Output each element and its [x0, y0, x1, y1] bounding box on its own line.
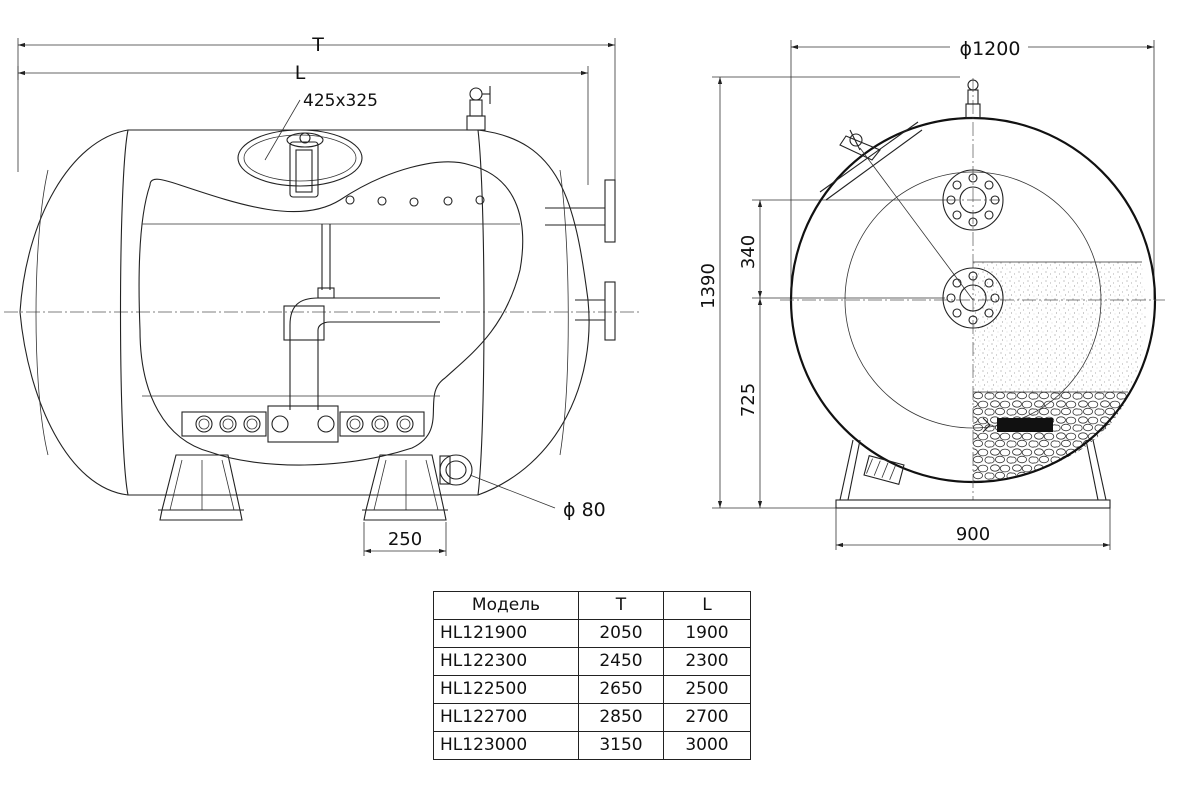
- front-view: ϕ1200 1390 340 725: [698, 35, 1165, 550]
- dimension-t-label: T: [311, 34, 324, 56]
- cell-t: 3150: [578, 731, 664, 760]
- cell-t: 2850: [578, 703, 664, 732]
- cell-l: 2700: [663, 703, 751, 732]
- support-legs: [158, 454, 448, 521]
- dimension-base-width: 900: [835, 508, 1111, 550]
- cutaway-outline: [138, 161, 524, 466]
- table-header-row: Модель T L: [433, 591, 751, 620]
- cell-l: 2500: [663, 675, 751, 704]
- cell-t: 2450: [578, 647, 664, 676]
- cell-t: 2650: [578, 675, 664, 704]
- cell-model: HL123000: [433, 731, 579, 760]
- front-drain: [863, 455, 905, 485]
- dimension-leg-width: 250: [363, 522, 447, 556]
- front-legs: [835, 439, 1111, 509]
- bottom-collectors: [181, 411, 425, 437]
- column-header-model: Модель: [433, 591, 579, 620]
- dimension-l-label: L: [295, 62, 306, 84]
- dimension-total-length: T: [17, 34, 616, 185]
- table-row: HL122500 2650 2500: [433, 675, 751, 704]
- model-spec-table: Модель T L HL121900 2050 1900 HL122300 2…: [433, 591, 751, 760]
- front-manhole: [819, 121, 974, 301]
- cell-model: HL121900: [433, 619, 579, 648]
- gravel-layer: [973, 392, 1130, 482]
- nozzle-spacing-label: 340: [738, 235, 759, 269]
- table-row: HL123000 3150 3000: [433, 731, 751, 760]
- table-row: HL121900 2050 1900: [433, 619, 751, 648]
- dimension-diameter: ϕ1200: [790, 35, 1155, 300]
- table-row: HL122300 2450 2300: [433, 647, 751, 676]
- dimension-nozzle-height: 725: [738, 298, 763, 508]
- side-view: T L 425x325: [4, 34, 640, 556]
- column-header-t: T: [578, 591, 664, 620]
- leg-width-label: 250: [388, 529, 422, 550]
- sand-layer: [973, 262, 1146, 392]
- front-air-vent: [965, 79, 981, 119]
- cell-model: HL122700: [433, 703, 579, 732]
- diameter-label: ϕ1200: [960, 38, 1021, 60]
- cell-t: 2050: [578, 619, 664, 648]
- lower-flange: [942, 267, 1004, 329]
- internal-pipe: [267, 224, 440, 443]
- manhole-cover: 425x325: [237, 91, 378, 198]
- cell-l: 1900: [663, 619, 751, 648]
- nozzle-height-label: 725: [738, 383, 759, 417]
- drain-outlet: ϕ 80: [439, 454, 606, 521]
- cell-model: HL122300: [433, 647, 579, 676]
- cell-model: HL122500: [433, 675, 579, 704]
- cell-l: 3000: [663, 731, 751, 760]
- dimension-nozzle-spacing: 340: [738, 199, 945, 299]
- column-header-l: L: [663, 591, 751, 620]
- side-flanges: [545, 179, 616, 341]
- dimension-height: 1390: [698, 76, 960, 509]
- collector-bar: [997, 418, 1053, 432]
- upper-laterals: [345, 195, 485, 207]
- drain-diameter-label: ϕ 80: [563, 499, 606, 521]
- air-vent-valve: [466, 86, 491, 131]
- height-label: 1390: [698, 263, 719, 309]
- table-row: HL122700 2850 2700: [433, 703, 751, 732]
- cell-l: 2300: [663, 647, 751, 676]
- dimension-body-length: L: [17, 62, 589, 185]
- manhole-size-label: 425x325: [303, 91, 378, 111]
- base-width-label: 900: [956, 524, 990, 545]
- upper-flange: [942, 169, 1004, 231]
